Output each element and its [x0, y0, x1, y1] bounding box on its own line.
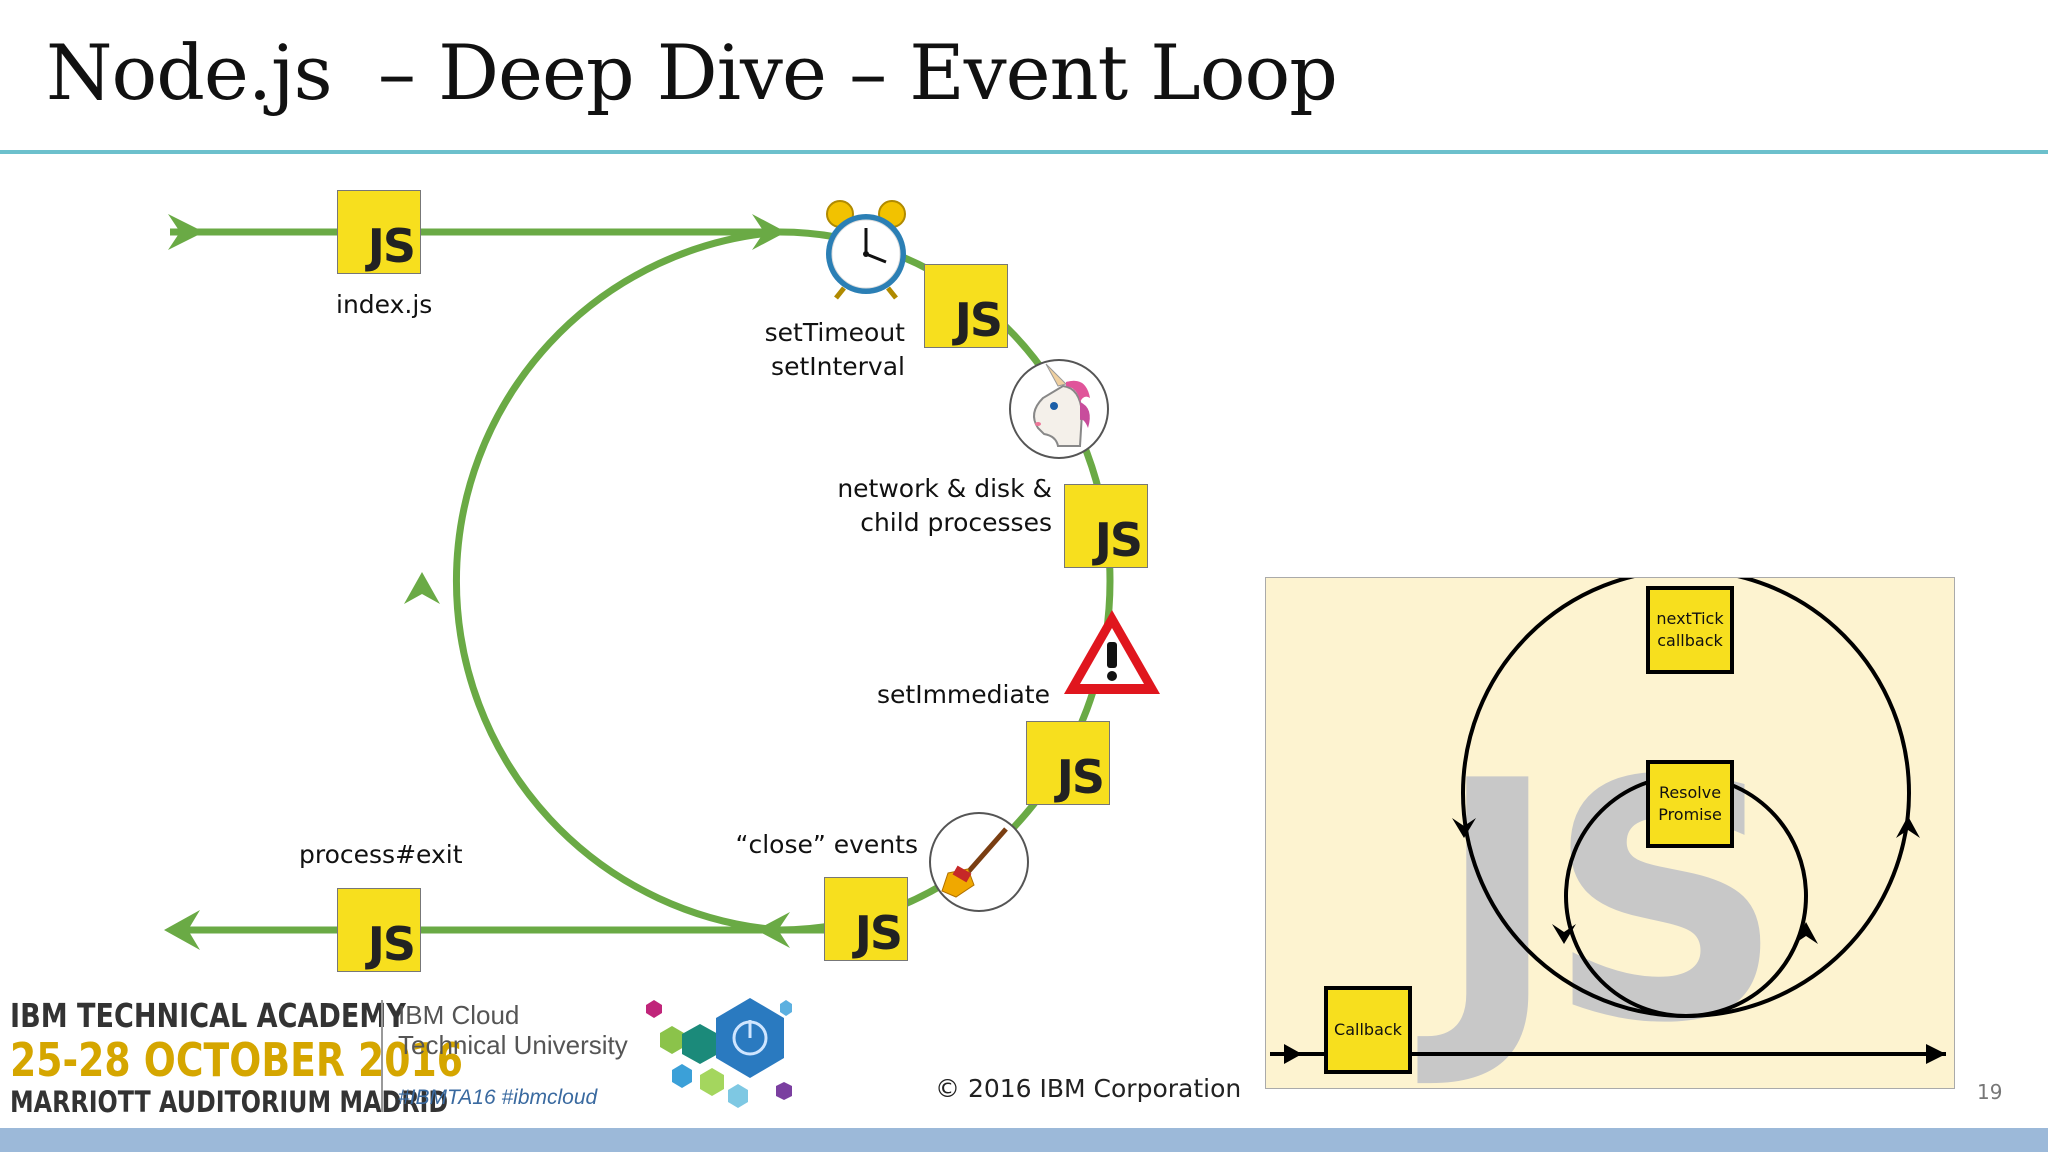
- left-arc-arrowhead: [404, 572, 440, 604]
- cloud-line-1: IBM Cloud: [398, 1000, 520, 1030]
- js-badge-timers: JS: [924, 264, 1008, 348]
- bottom-arrowhead: [756, 912, 790, 948]
- loop-left-arc: [452, 228, 781, 934]
- alarm-clock-icon: [826, 200, 906, 300]
- label-exit: process#exit: [299, 840, 463, 869]
- broom-icon: [929, 812, 1029, 912]
- entry-chevron: [168, 214, 204, 250]
- academy-venue: MARRIOTT AUDITORIUM MADRID: [10, 1085, 449, 1119]
- ibm-cloud-text: IBM Cloud Technical University: [398, 1000, 628, 1060]
- js-badge-immediate: JS: [1026, 721, 1110, 805]
- hexagon-logo-icon: [646, 998, 792, 1108]
- warning-icon: [1064, 610, 1160, 694]
- bottom-accent-bar: [0, 1128, 2048, 1152]
- academy-dates: 25-28 OCTOBER 2016: [10, 1033, 463, 1087]
- label-timers-1: setTimeout: [764, 318, 905, 347]
- exit-arrowhead: [164, 910, 200, 950]
- footer-separator: [381, 1000, 383, 1112]
- academy-name: IBM TECHNICAL ACADEMY: [10, 996, 406, 1035]
- unicorn-icon: [1009, 359, 1109, 459]
- callback-box: Callback: [1324, 986, 1412, 1074]
- label-io-1: network & disk &: [837, 474, 1052, 503]
- js-badge-exit: JS: [337, 888, 421, 972]
- copyright: © 2016 IBM Corporation: [935, 1074, 1242, 1103]
- hashtags: #IBMTA16 #ibmcloud: [398, 1086, 598, 1109]
- label-close: “close” events: [735, 830, 918, 859]
- page-number: 19: [1977, 1080, 2003, 1104]
- cloud-line-2: Technical University: [398, 1030, 628, 1060]
- label-index: index.js: [336, 290, 433, 319]
- label-timers-2: setInterval: [771, 352, 905, 381]
- label-immediate: setImmediate: [877, 680, 1050, 709]
- ibm-academy-logo: IBM TECHNICAL ACADEMY 25-28 OCTOBER 2016…: [10, 996, 463, 1119]
- label-io-2: child processes: [860, 508, 1052, 537]
- js-badge-io: JS: [1064, 484, 1148, 568]
- js-badge-index: JS: [337, 190, 421, 274]
- js-badge-close: JS: [824, 877, 908, 961]
- slide-title: Node.js – Deep Dive – Event Loop: [46, 28, 1338, 117]
- title-divider: [0, 150, 2048, 154]
